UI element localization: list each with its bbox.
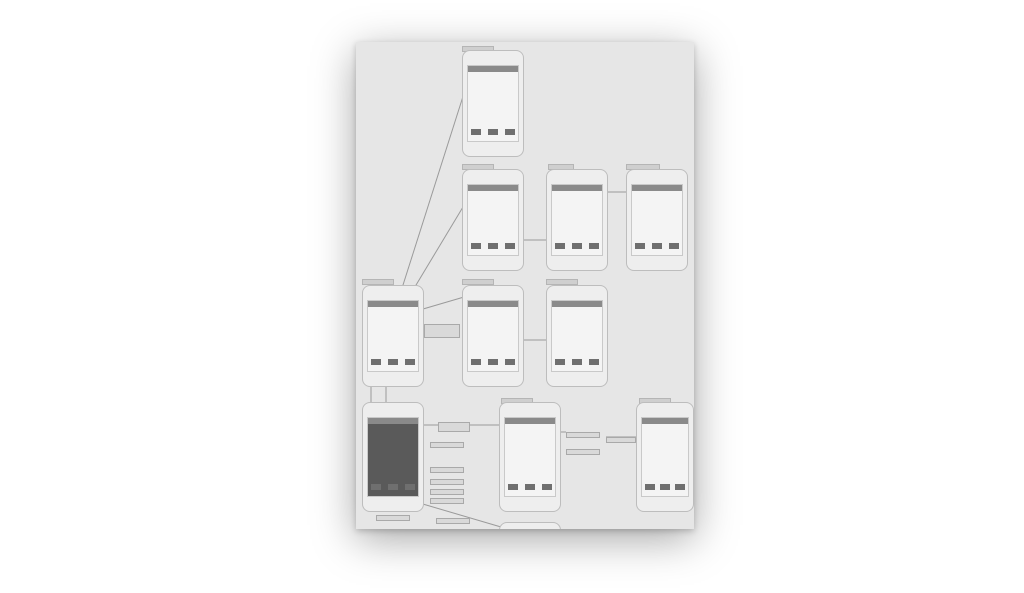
screen-tag-6 xyxy=(462,279,494,285)
annotation-note-9 xyxy=(436,518,470,524)
phone-screen-row2-a xyxy=(462,169,524,271)
annotation-note-3 xyxy=(430,442,464,448)
phone-screen-row2-c xyxy=(626,169,688,271)
phone-screen-menu xyxy=(362,402,424,512)
annotation-note-11 xyxy=(566,449,600,455)
phone-screen-row4-c xyxy=(636,402,694,512)
annotation-note-6 xyxy=(430,489,464,495)
phone-screen-row3-b xyxy=(462,285,524,387)
phone-screen-bottom-partial xyxy=(499,522,561,529)
phone-screen-row3-c xyxy=(546,285,608,387)
annotation-note-12 xyxy=(606,437,636,443)
phone-screen-row4-b xyxy=(499,402,561,512)
screen-tag-7 xyxy=(546,279,578,285)
annotation-note-1 xyxy=(424,324,460,338)
phone-screen-row3-a xyxy=(362,285,424,387)
annotation-note-8 xyxy=(376,515,410,521)
phone-screen-row2-b xyxy=(546,169,608,271)
annotation-note-10 xyxy=(566,432,600,438)
annotation-note-7 xyxy=(430,498,464,504)
annotation-note-5 xyxy=(430,479,464,485)
annotation-note-2 xyxy=(438,422,470,432)
wireframe-sheet xyxy=(356,42,694,529)
screen-tag-5 xyxy=(362,279,394,285)
annotation-note-4 xyxy=(430,467,464,473)
phone-screen-top xyxy=(462,50,524,157)
